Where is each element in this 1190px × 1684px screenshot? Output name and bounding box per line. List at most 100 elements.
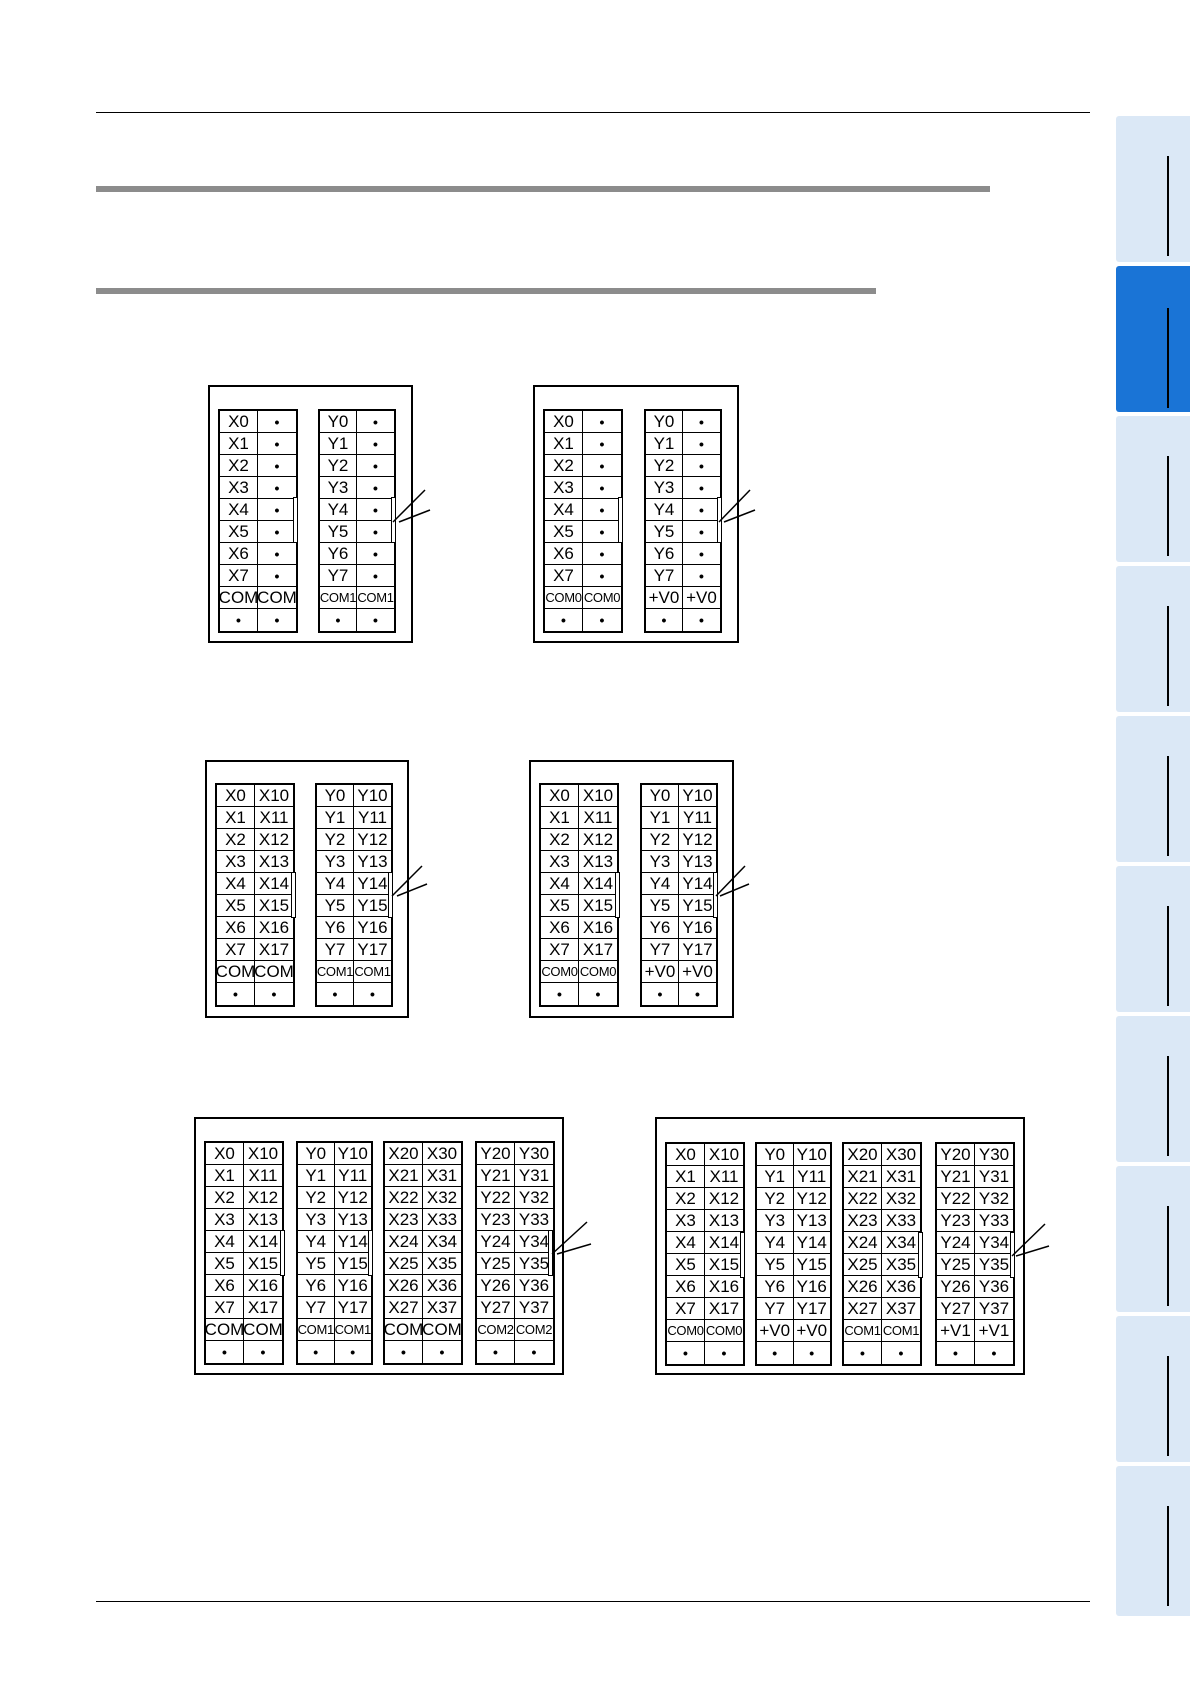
terminal-label: X34: [423, 1231, 461, 1253]
terminal-label: Y34: [515, 1231, 553, 1253]
terminal-label: Y13: [793, 1210, 830, 1232]
terminal-screw: •: [477, 1341, 515, 1363]
terminal-label: Y1: [317, 807, 354, 829]
terminal-label: COM0: [583, 587, 621, 609]
terminal-label: Y4: [320, 499, 357, 521]
terminal-label: X1: [541, 807, 579, 829]
terminal-label: Y10: [334, 1143, 371, 1165]
terminal-screw: •: [217, 983, 255, 1005]
terminal-screw: •: [683, 411, 720, 433]
terminal-label: X1: [545, 433, 583, 455]
terminal-label: Y34: [975, 1232, 1013, 1254]
terminal-label: X26: [385, 1275, 423, 1297]
terminal-label: X22: [844, 1188, 882, 1210]
terminal-screw: •: [258, 543, 296, 565]
side-tab-marker: [1167, 1356, 1169, 1456]
side-tab-6[interactable]: [1116, 866, 1190, 1012]
terminal-label: +V0: [757, 1320, 794, 1342]
terminal-label: X0: [206, 1143, 244, 1165]
terminal-label: Y6: [757, 1276, 794, 1298]
terminal-screw: •: [220, 609, 258, 631]
terminal-screw: •: [320, 609, 357, 631]
terminal-screw: •: [357, 543, 394, 565]
terminal-cover-clip: [618, 497, 623, 543]
terminal-cover-clip: [291, 872, 296, 918]
terminal-label: X13: [255, 851, 293, 873]
terminal-label: Y12: [334, 1187, 371, 1209]
terminal-label: Y0: [642, 785, 679, 807]
terminal-label: Y0: [298, 1143, 335, 1165]
terminal-label: Y2: [757, 1188, 794, 1210]
terminal-label: X6: [220, 543, 258, 565]
terminal-label: X5: [220, 521, 258, 543]
terminal-label: X33: [882, 1210, 920, 1232]
side-tab-4[interactable]: [1116, 566, 1190, 712]
terminal-label: X4: [206, 1231, 244, 1253]
terminal-label: COM1: [317, 961, 354, 983]
terminal-cover-clip: [293, 497, 298, 543]
terminal-screw: •: [258, 521, 296, 543]
terminal-screw: •: [274, 612, 280, 628]
terminal-label: Y6: [298, 1275, 335, 1297]
terminal-label: COM: [217, 961, 255, 983]
terminal-label: X16: [244, 1275, 282, 1297]
terminal-screw: •: [683, 477, 720, 499]
terminal-label: Y30: [975, 1144, 1013, 1166]
terminal-label: X2: [541, 829, 579, 851]
terminal-label: X14: [255, 873, 293, 895]
terminal-label: X16: [705, 1276, 743, 1298]
side-tab-9[interactable]: [1116, 1316, 1190, 1462]
terminal-label: Y11: [334, 1165, 371, 1187]
terminal-label: Y1: [757, 1166, 794, 1188]
terminal-label: Y1: [646, 433, 683, 455]
terminal-screw: •: [898, 1345, 904, 1361]
terminal-label: X12: [255, 829, 293, 851]
terminal-label: COM1: [354, 961, 391, 983]
terminal-screw: •: [357, 565, 394, 587]
terminal-label: COM0: [705, 1320, 743, 1342]
terminal-screw: •: [357, 455, 394, 477]
terminal-label: +V0: [642, 961, 679, 983]
terminal-screw: •: [937, 1342, 975, 1364]
terminal-label: Y4: [298, 1231, 335, 1253]
side-tab-1[interactable]: [1116, 116, 1190, 262]
terminal-label: Y5: [642, 895, 679, 917]
side-tab-2[interactable]: [1116, 266, 1190, 412]
terminal-label: Y0: [317, 785, 354, 807]
side-tab-10[interactable]: [1116, 1466, 1190, 1616]
side-tab-5[interactable]: [1116, 716, 1190, 862]
terminal-label: X7: [206, 1297, 244, 1319]
terminal-label: X27: [385, 1297, 423, 1319]
side-tab-7[interactable]: [1116, 1016, 1190, 1162]
terminal-label: Y32: [515, 1187, 553, 1209]
terminal-screw: •: [357, 433, 394, 455]
terminal-label: Y32: [975, 1188, 1013, 1210]
terminal-label: X33: [423, 1209, 461, 1231]
terminal-label: X35: [882, 1254, 920, 1276]
terminal-label: X11: [705, 1166, 743, 1188]
terminal-label: Y7: [646, 565, 683, 587]
terminal-screw: •: [531, 1344, 537, 1360]
terminal-label: Y0: [320, 411, 357, 433]
side-tab-8[interactable]: [1116, 1166, 1190, 1312]
terminal-screw: •: [357, 477, 394, 499]
terminal-label: Y30: [515, 1143, 553, 1165]
terminal-label: X5: [667, 1254, 705, 1276]
terminal-label: X6: [667, 1276, 705, 1298]
terminal-label: Y17: [334, 1297, 371, 1319]
terminal-label: Y7: [642, 939, 679, 961]
terminal-label: X14: [579, 873, 617, 895]
terminal-label: COM1: [844, 1320, 882, 1342]
terminal-label: Y35: [975, 1254, 1013, 1276]
terminal-label: X7: [217, 939, 255, 961]
side-tab-3[interactable]: [1116, 416, 1190, 562]
terminal-label: Y3: [757, 1210, 794, 1232]
terminal-screw: •: [683, 565, 720, 587]
terminal-label: X0: [220, 411, 258, 433]
terminal-label: Y5: [298, 1253, 335, 1275]
terminal-label: X4: [667, 1232, 705, 1254]
